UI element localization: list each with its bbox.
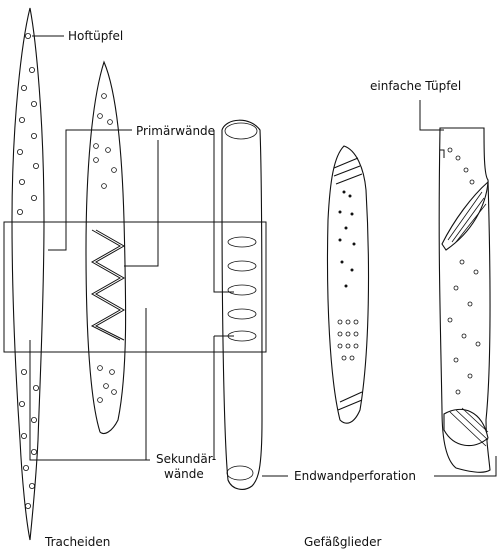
tracheid-left [11,7,45,541]
caption-tracheiden: Tracheiden [45,535,111,549]
label-endwandperforation: Endwandperforation [294,469,416,483]
label-sekundaer: Sekundär- [156,452,217,466]
right-vessel-details [441,147,489,447]
label-einfache-tuepfel: einfache Tüpfel [370,79,462,93]
bordered-pits [16,33,40,509]
label-primaerwaende: Primärwände [136,124,216,138]
label-waende: wände [164,467,204,481]
label-hoftuepfel: Hoftüpfel [68,29,124,43]
spindle-perforation-plates [333,157,363,411]
vessel-wide-top-opening [224,122,258,140]
tracheid-pits [93,93,117,403]
tracheid-right [85,60,127,435]
caption-gefaessglieder: Gefäßglieder [304,535,382,549]
vessel-wide [221,119,263,490]
vessel-spindle [326,145,370,424]
highlight-box [3,221,267,353]
spiral-thickening [90,229,126,341]
vessel-wide-bottom-opening [226,465,254,481]
leader-lines [29,35,497,477]
spindle-pits [337,190,359,361]
